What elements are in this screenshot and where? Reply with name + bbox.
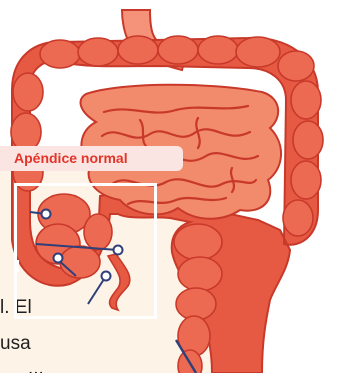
- frame-tick: [16, 260, 19, 272]
- caption-line-3: ...: [28, 362, 48, 373]
- appendix-label: Apéndice normal: [0, 146, 183, 171]
- colon-haustra-left: [11, 73, 43, 191]
- appendix-highlight-frame: [14, 183, 157, 319]
